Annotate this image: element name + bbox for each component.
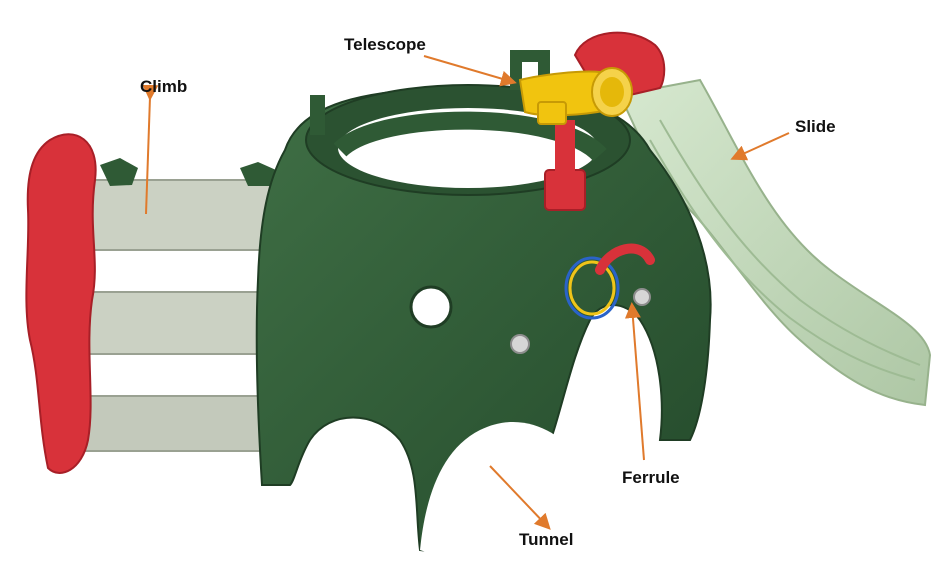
ferrule-illustration	[564, 243, 655, 320]
climb-arrow	[142, 84, 159, 215]
telescope-arrow	[423, 55, 517, 87]
label-climb: Climb	[140, 77, 187, 96]
ferrule-arrow	[624, 302, 645, 461]
label-slide: Slide	[795, 117, 836, 136]
tunnel-arrow	[489, 465, 551, 530]
annotation-arrows	[142, 55, 790, 530]
telescope-illustration	[518, 67, 633, 180]
label-telescope: Telescope	[344, 35, 426, 54]
label-ferrule: Ferrule	[622, 468, 680, 487]
label-tunnel: Tunnel	[519, 530, 573, 549]
climb-illustration	[25, 133, 283, 474]
slide-arrow	[730, 132, 790, 161]
